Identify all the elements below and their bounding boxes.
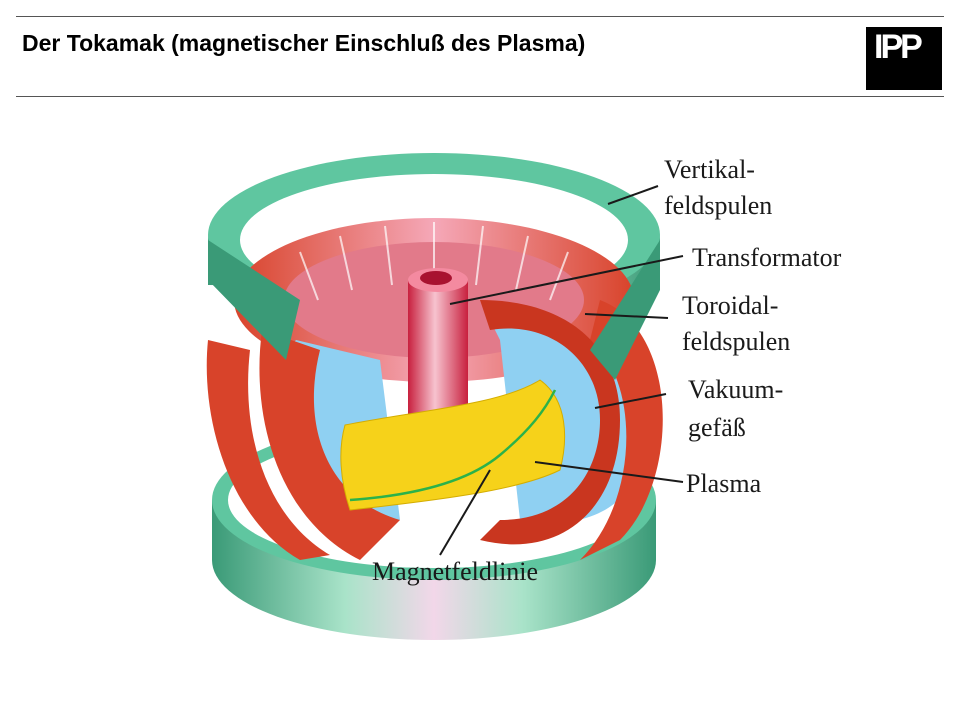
header-rule-top: [16, 16, 944, 17]
label-vertikal-2: feldspulen: [664, 191, 772, 220]
leader-transformator: [449, 255, 684, 305]
leader-plasma: [534, 461, 684, 483]
header-rule-bottom: [16, 96, 944, 97]
leader-vakuum: [594, 393, 667, 409]
leader-vertikal: [607, 185, 659, 205]
label-magnetfeldlinie: Magnetfeldlinie: [372, 557, 538, 586]
label-vakuum-1: Vakuum-: [688, 375, 783, 404]
label-vertikal-1: Vertikal-: [664, 155, 755, 184]
plasma-torus: [340, 379, 566, 511]
page-title: Der Tokamak (magnetischer Einschluß des …: [22, 30, 586, 56]
ipp-logo: IPP: [866, 27, 942, 90]
leader-magnetfeldlinie: [439, 469, 491, 556]
label-toroidal-1: Toroidal-: [682, 291, 778, 320]
label-toroidal-2: feldspulen: [682, 327, 790, 356]
magnetic-field-line: [349, 389, 557, 502]
upper-vertical-field-coil-front: [208, 240, 660, 380]
label-plasma: Plasma: [686, 469, 762, 498]
leader-toroidal: [584, 313, 669, 319]
toroidal-field-coils-front: [206, 300, 663, 560]
label-vakuum-2: gefäß: [688, 413, 746, 442]
label-transformator: Transformator: [692, 243, 842, 272]
